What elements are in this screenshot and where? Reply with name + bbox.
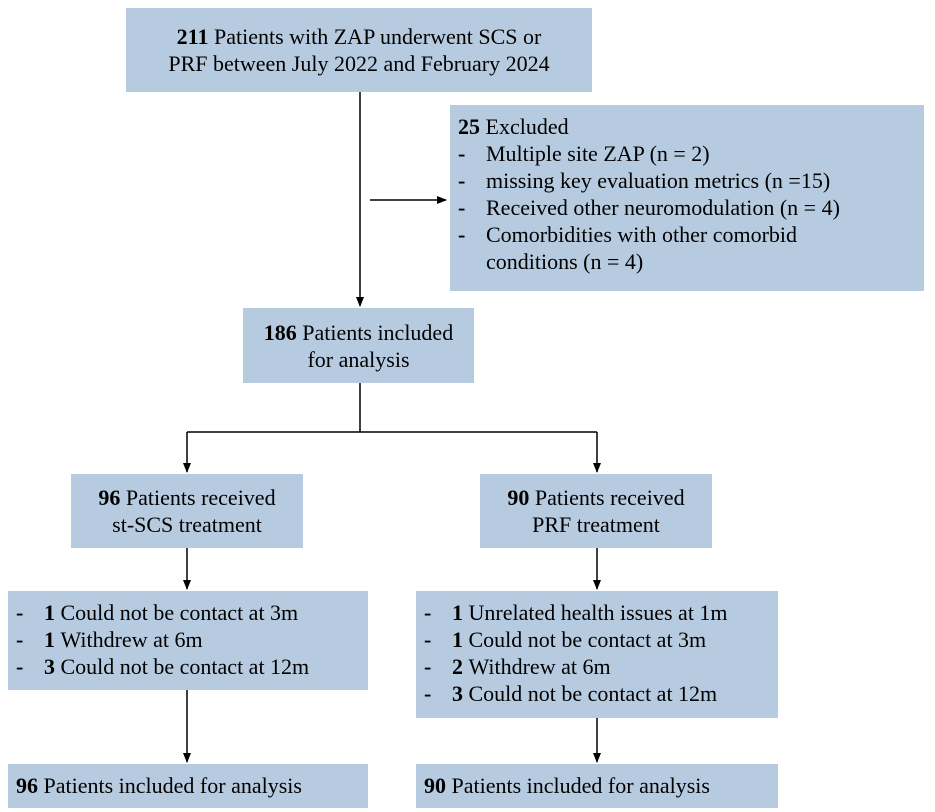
box-excluded: 25 Excluded -Multiple site ZAP (n = 2) -… bbox=[450, 105, 924, 291]
excluded-item-continuation: conditions (n = 4) bbox=[486, 249, 644, 274]
loss-item: -1 Unrelated health issues at 1m bbox=[424, 600, 728, 625]
box-st-scs-losses: -1 Could not be contact at 3m -1 Withdre… bbox=[8, 591, 368, 690]
excluded-item: -Received other neuromodulation (n = 4) bbox=[458, 195, 840, 220]
box-enrolled: 211 Patients with ZAP underwent SCS or P… bbox=[126, 8, 592, 92]
enrolled-text-1: Patients with ZAP underwent SCS or bbox=[213, 24, 542, 49]
loss-item: -1 Withdrew at 6m bbox=[16, 627, 203, 652]
box-st-scs-final: 96 Patients included for analysis bbox=[8, 764, 368, 808]
prf-final-count: 90 bbox=[424, 773, 446, 798]
included-text-2: for analysis bbox=[307, 346, 410, 372]
enrolled-text-2: PRF between July 2022 and February 2024 bbox=[168, 51, 550, 76]
loss-item: -3 Could not be contact at 12m bbox=[16, 654, 310, 679]
box-included: 186 Patients included for analysis bbox=[243, 308, 474, 383]
loss-item: -2 Withdrew at 6m bbox=[424, 654, 611, 679]
excluded-count: 25 bbox=[458, 114, 480, 139]
prf-count: 90 bbox=[507, 485, 530, 510]
st-scs-final-count: 96 bbox=[16, 773, 38, 798]
box-prf-final: 90 Patients included for analysis bbox=[416, 764, 778, 808]
box-prf-group: 90 Patients received PRF treatment bbox=[480, 474, 712, 548]
excluded-item: -Multiple site ZAP (n = 2) bbox=[458, 141, 710, 166]
loss-item: -1 Could not be contact at 3m bbox=[424, 627, 707, 652]
excluded-item: -Comorbidities with other comorbid bbox=[458, 222, 798, 247]
enrolled-count: 211 bbox=[176, 24, 209, 49]
excluded-item: -missing key evaluation metrics (n =15) bbox=[458, 168, 831, 193]
loss-item: -1 Could not be contact at 3m bbox=[16, 600, 299, 625]
included-text-1: Patients included bbox=[302, 319, 454, 345]
included-count: 186 bbox=[263, 319, 297, 345]
st-scs-count: 96 bbox=[98, 485, 121, 510]
box-st-scs-group: 96 Patients received st-SCS treatment bbox=[71, 474, 303, 548]
box-prf-losses: -1 Unrelated health issues at 1m -1 Coul… bbox=[416, 591, 778, 718]
loss-item: -3 Could not be contact at 12m bbox=[424, 681, 718, 706]
excluded-title: Excluded bbox=[485, 114, 569, 139]
